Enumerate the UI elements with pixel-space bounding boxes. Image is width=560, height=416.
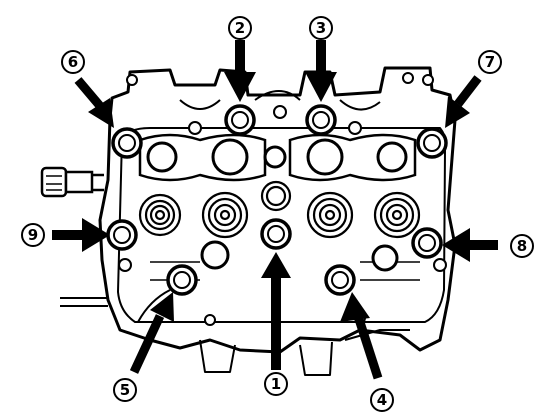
bolt-7 [416, 127, 448, 159]
arrow-4 [340, 292, 383, 380]
bolt-3 [305, 104, 337, 136]
bolt-1 [260, 218, 292, 250]
svg-text:2: 2 [235, 19, 245, 37]
arrow-6 [74, 77, 114, 128]
arrow-8 [442, 228, 498, 262]
head-bolts [106, 104, 448, 296]
callout-6: 6 [61, 50, 85, 74]
callout-4: 4 [370, 388, 394, 412]
callout-9: 9 [21, 223, 45, 247]
callout-5: 5 [113, 378, 137, 402]
arrow-2 [224, 40, 256, 102]
upper-ports [146, 138, 408, 176]
arrow-1 [261, 252, 291, 370]
arrow-5 [129, 292, 174, 374]
svg-text:9: 9 [28, 226, 38, 244]
svg-text:8: 8 [517, 237, 527, 255]
svg-text:6: 6 [68, 53, 78, 71]
callout-7: 7 [478, 50, 502, 74]
plug-bosses [138, 180, 421, 239]
svg-text:7: 7 [485, 53, 495, 71]
plug-boss-3 [306, 191, 354, 239]
lower-ports [200, 240, 399, 272]
bolt-9 [106, 219, 138, 251]
callouts: 2 3 6 7 9 8 5 1 [21, 16, 534, 412]
bolt-8 [411, 227, 443, 259]
svg-text:4: 4 [377, 391, 387, 409]
arrow-3 [305, 40, 337, 102]
plug-boss-1 [138, 193, 182, 237]
side-plug [40, 166, 104, 198]
bolt-2 [224, 104, 256, 136]
bolt-5 [166, 264, 198, 296]
callout-3: 3 [309, 16, 333, 40]
svg-text:3: 3 [316, 19, 326, 37]
plug-boss-2 [201, 191, 249, 239]
bolt-6 [111, 127, 143, 159]
port-outlines [138, 133, 417, 182]
arrow-9 [52, 218, 110, 252]
arrows [52, 40, 498, 380]
plug-boss-4 [373, 191, 421, 239]
bolt-4 [324, 264, 356, 296]
callout-1: 1 [264, 372, 288, 396]
svg-text:5: 5 [120, 381, 130, 399]
callout-2: 2 [228, 16, 252, 40]
arrow-7 [445, 75, 482, 128]
svg-text:1: 1 [271, 375, 281, 393]
callout-8: 8 [510, 234, 534, 258]
